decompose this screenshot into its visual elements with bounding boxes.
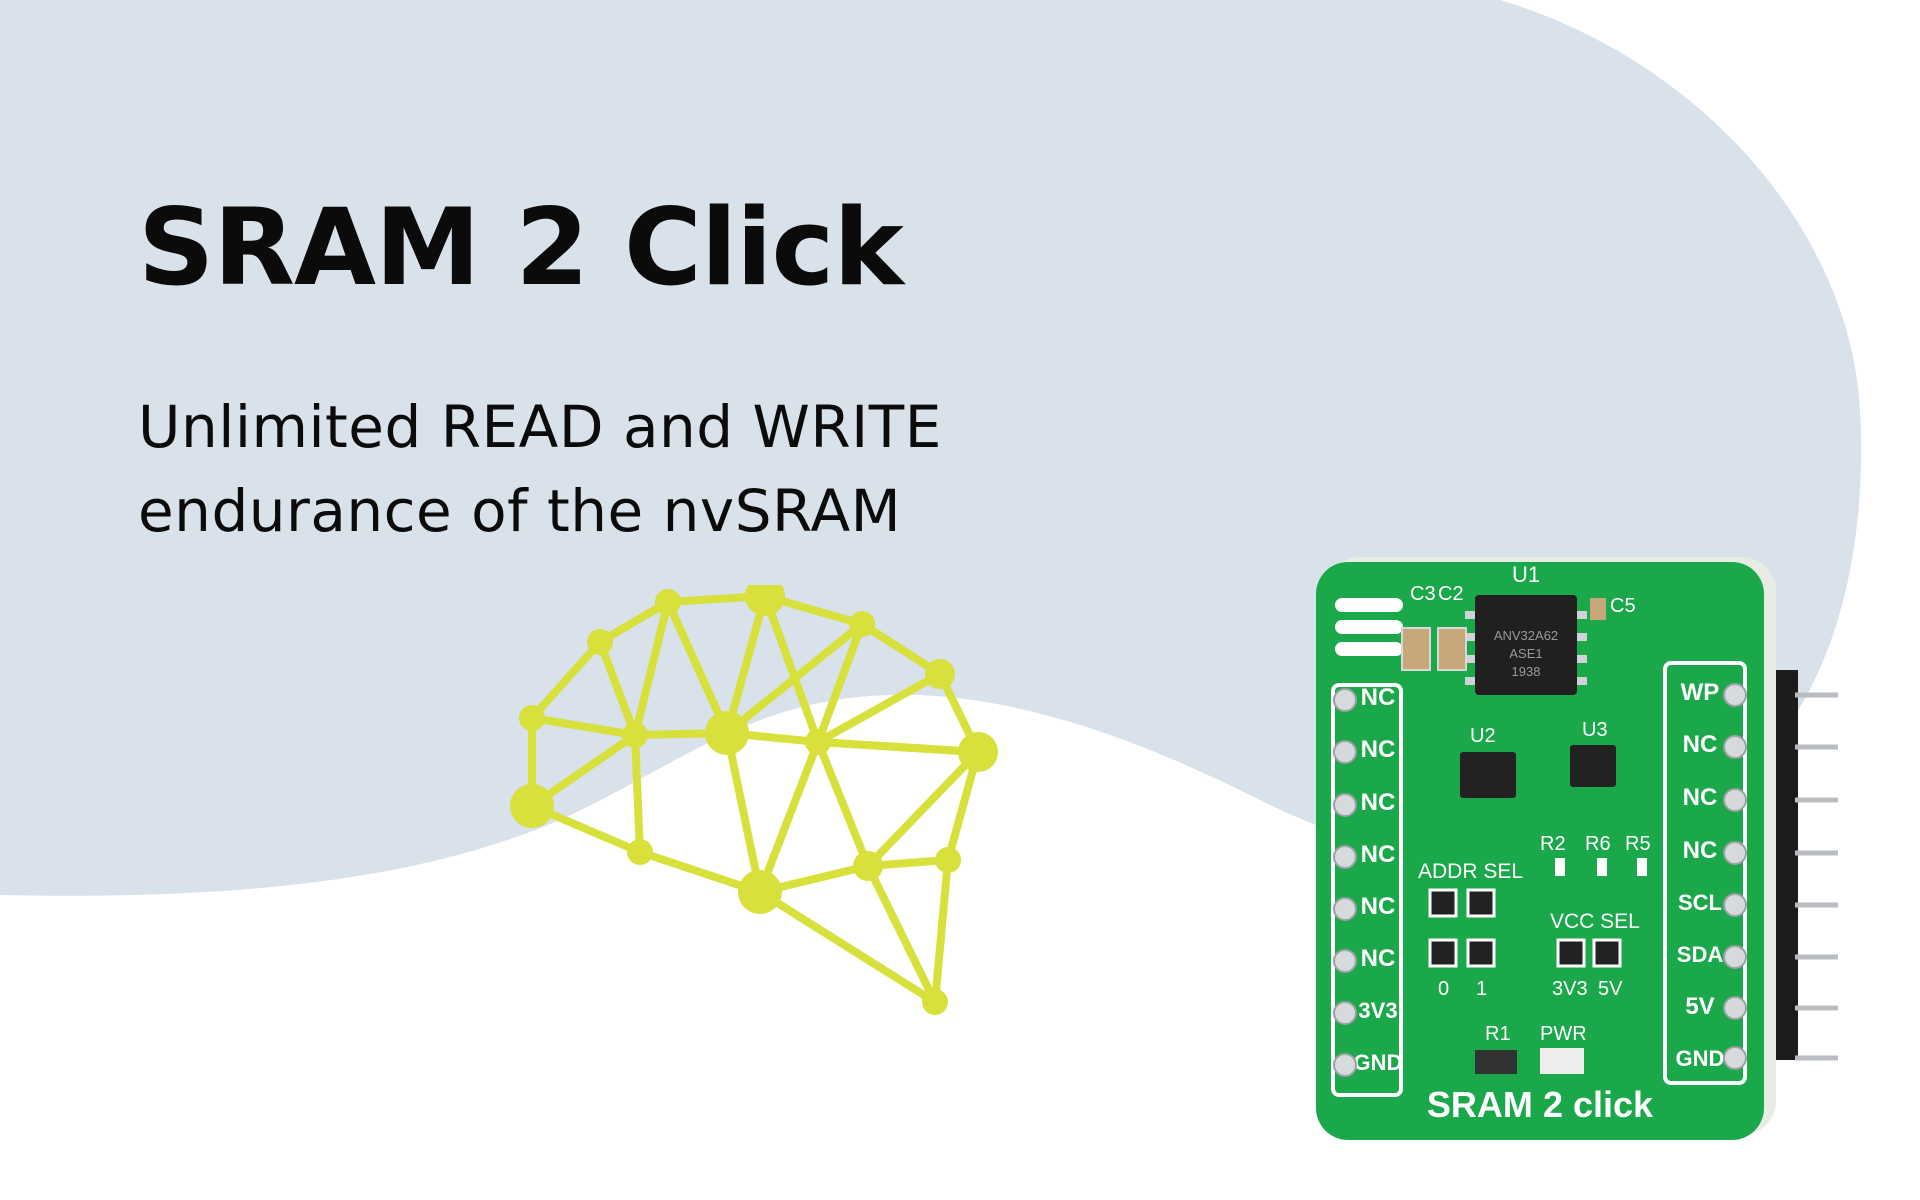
u2-chip (1460, 752, 1516, 798)
brain-network-nodes (510, 585, 998, 1015)
label-vcc-3v3: 3V3 (1552, 978, 1588, 1000)
label-addr-0: 0 (1438, 978, 1449, 1000)
left-pin-8: GND (1354, 1050, 1403, 1075)
label-addr-1: 1 (1476, 978, 1487, 1000)
left-pin-5: NC (1361, 893, 1396, 920)
label-addr-sel: ADDR SEL (1418, 860, 1523, 883)
right-pin-6: SDA (1677, 942, 1724, 967)
left-pin-7: 3V3 (1358, 998, 1397, 1023)
sram-2-click-board: ANV32A62 ASE1 1938 NC NC NC NC NC NC 3V3… (1316, 557, 1838, 1140)
right-pin-5: SCL (1678, 890, 1722, 915)
subtitle: Unlimited READ and WRITE endurance of th… (138, 385, 1138, 553)
label-c3: C3 (1410, 583, 1436, 605)
mikroe-logo-icon (1335, 598, 1403, 656)
board-name-right: click (1573, 1084, 1654, 1125)
board-pcb (1316, 562, 1764, 1140)
u1-marking-3: 1938 (1512, 664, 1541, 679)
right-pin-1: WP (1681, 679, 1720, 706)
right-pin-7: 5V (1685, 993, 1714, 1020)
left-pin-2: NC (1361, 736, 1396, 763)
solder-pads (1333, 683, 1747, 1077)
subtitle-line-2: endurance of the nvSRAM (138, 477, 902, 545)
label-vcc-5v: 5V (1598, 978, 1623, 1000)
capacitors (1401, 598, 1606, 671)
label-r5: R5 (1625, 833, 1651, 855)
board-name: SRAM 2 click (1427, 1084, 1654, 1125)
u1-marking-2: ASE1 (1509, 646, 1542, 661)
right-pin-4: NC (1683, 837, 1718, 864)
u1-marking-1: ANV32A62 (1494, 628, 1558, 643)
label-r6: R6 (1585, 833, 1611, 855)
board-name-left: SRAM (1427, 1084, 1533, 1125)
board-name-mid: 2 (1543, 1084, 1563, 1125)
right-pin-3: NC (1683, 784, 1718, 811)
resistors (1475, 858, 1647, 1074)
label-u2: U2 (1470, 725, 1496, 747)
label-u1: U1 (1512, 562, 1540, 587)
label-u3: U3 (1582, 719, 1608, 741)
subtitle-line-1: Unlimited READ and WRITE (138, 393, 942, 461)
label-r1: R1 (1485, 1023, 1511, 1045)
right-pin-2: NC (1683, 731, 1718, 758)
header-pins (1768, 670, 1838, 1061)
label-vcc-sel: VCC SEL (1550, 910, 1640, 933)
left-pin-3: NC (1361, 789, 1396, 816)
jumpers (1428, 888, 1622, 968)
u3-chip (1570, 745, 1616, 787)
u1-chip (1465, 595, 1587, 695)
label-c5: C5 (1610, 595, 1636, 617)
left-pin-6: NC (1361, 945, 1396, 972)
label-c2: C2 (1438, 583, 1464, 605)
left-pin-1: NC (1361, 684, 1396, 711)
right-pin-8: GND (1676, 1046, 1725, 1071)
left-pin-4: NC (1361, 841, 1396, 868)
brain-network-lines (528, 585, 983, 1006)
page-title: SRAM 2 Click (138, 186, 904, 309)
left-pin-labels (1331, 683, 1403, 1097)
right-pin-labels (1663, 661, 1747, 1085)
brain-network-icon (510, 585, 998, 1015)
label-r2: R2 (1540, 833, 1566, 855)
label-pwr: PWR (1540, 1023, 1587, 1045)
